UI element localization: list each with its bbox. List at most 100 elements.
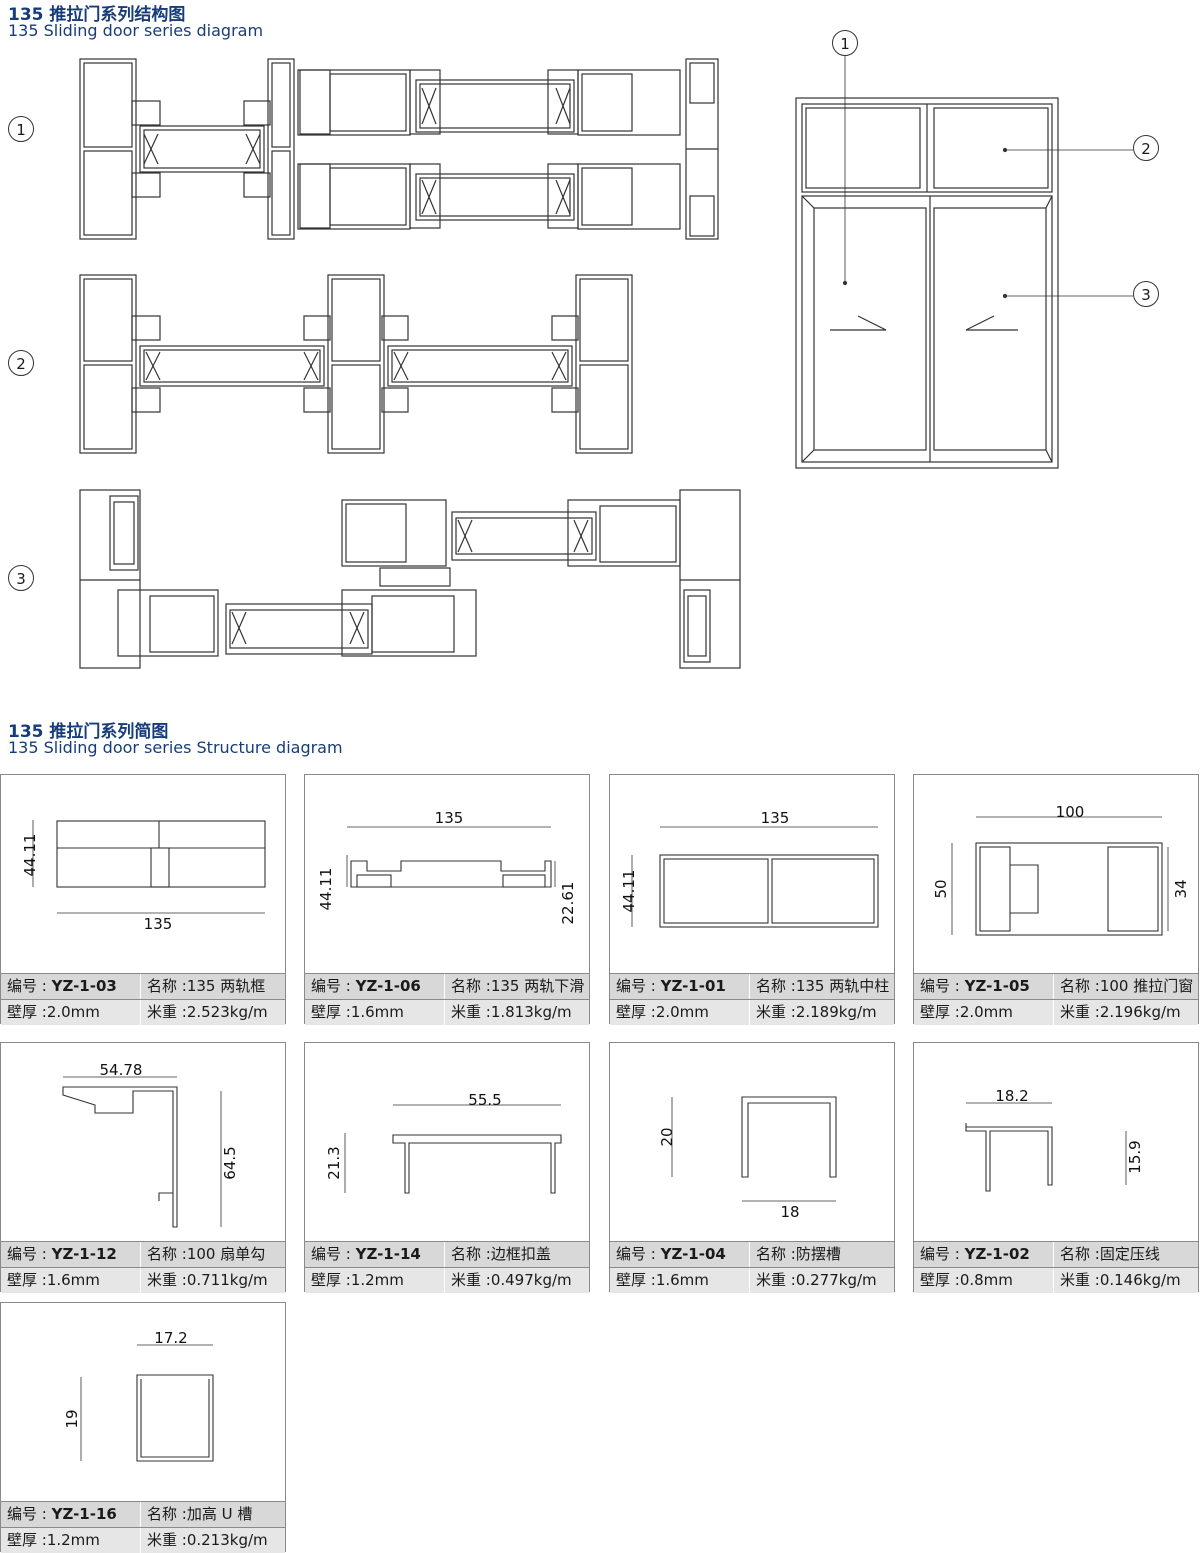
profile-code: YZ-1-12 [51,1245,117,1263]
dim-width: 100 [1056,803,1085,821]
weight-label: 米重 : [147,1531,187,1549]
section-3-drawing [79,489,741,669]
profile-drawing: 135 44.11 22.61 [317,809,577,924]
dim-width: 135 [435,809,464,827]
profile-name: 100 推拉门窗 [1099,977,1194,995]
profile-code: YZ-1-14 [355,1245,421,1263]
name-label: 名称 : [147,1505,187,1523]
profile-info: 编号 : YZ-1-03 名称 :135 两轨框 壁厚 :2.0mm 米重 :2… [1,973,285,1025]
profile-weight: 2.189kg/m [795,1003,877,1021]
wall-label: 壁厚 : [7,1271,47,1289]
dim-height: 64.5 [221,1146,239,1179]
name-label: 名称 : [451,977,491,995]
profile-card-yz-1-02: 18.2 15.9 编号 : YZ-1-02 名称 :固定压线 壁厚 :0.8m… [913,1042,1199,1293]
profile-code: YZ-1-04 [660,1245,726,1263]
profile-drawing: 54.78 64.5 [62,1061,239,1228]
weight-label: 米重 : [756,1271,796,1289]
weight-label: 米重 : [1060,1271,1100,1289]
code-label: 编号 : [311,1245,356,1263]
weight-label: 米重 : [1060,1003,1100,1021]
profile-info: 编号 : YZ-1-06 名称 :135 两轨下滑 壁厚 :1.6mm 米重 :… [305,973,589,1025]
dim-height: 21.3 [325,1146,343,1179]
profile-wall: 1.2mm [46,1531,100,1549]
wall-label: 壁厚 : [616,1003,656,1021]
profile-weight: 0.213kg/m [186,1531,268,1549]
profile-info: 编号 : YZ-1-04 名称 :防摆槽 壁厚 :1.6mm 米重 :0.277… [610,1241,894,1293]
profile-drawing: 135 44.11 [620,809,879,928]
weight-label: 米重 : [451,1271,491,1289]
profile-info: 编号 : YZ-1-02 名称 :固定压线 壁厚 :0.8mm 米重 :0.14… [914,1241,1198,1293]
wall-label: 壁厚 : [920,1003,960,1021]
wall-label: 壁厚 : [920,1271,960,1289]
cross-section-drawings [79,55,1133,669]
weight-label: 米重 : [756,1003,796,1021]
profile-weight: 2.196kg/m [1099,1003,1181,1021]
section2-title-en: 135 Sliding door series Structure diagra… [8,738,343,757]
profile-wall: 0.8mm [959,1271,1013,1289]
elevation-marker-1: 1 [832,30,858,56]
profile-wall: 2.0mm [46,1003,100,1021]
profile-wall: 1.6mm [655,1271,709,1289]
code-label: 编号 : [616,977,661,995]
section-2-drawing [79,274,633,454]
profile-wall: 1.6mm [350,1003,404,1021]
wall-label: 壁厚 : [311,1271,351,1289]
profile-code: YZ-1-03 [51,977,117,995]
profile-drawing: 18.2 15.9 [965,1087,1144,1192]
section1-title-en: 135 Sliding door series diagram [8,21,264,40]
profile-card-yz-1-04: 20 18 编号 : YZ-1-04 名称 :防摆槽 壁厚 :1.6mm 米重 … [609,1042,895,1293]
profile-name: 135 两轨框 [186,977,266,995]
elevation-marker-2: 2 [1133,135,1159,161]
profile-code: YZ-1-05 [964,977,1030,995]
profile-name: 固定压线 [1099,1245,1160,1263]
profile-info: 编号 : YZ-1-12 名称 :100 扇单勾 壁厚 :1.6mm 米重 :0… [1,1241,285,1293]
wall-label: 壁厚 : [311,1003,351,1021]
profile-card-yz-1-01: 135 44.11 编号 : YZ-1-01 名称 :135 两轨中柱 壁厚 :… [609,774,895,1025]
section-marker-3: 3 [8,565,34,591]
section-marker-2: 2 [8,350,34,376]
profile-weight: 0.146kg/m [1099,1271,1181,1289]
code-label: 编号 : [7,977,52,995]
wall-label: 壁厚 : [7,1531,47,1549]
section2-title-cn: 135 推拉门系列简图 [8,722,169,742]
weight-label: 米重 : [147,1271,187,1289]
profile-code: YZ-1-06 [355,977,421,995]
profile-weight: 0.497kg/m [490,1271,572,1289]
dim-height: 15.9 [1126,1140,1144,1173]
wall-label: 壁厚 : [7,1003,47,1021]
section-marker-1: 1 [8,116,34,142]
dim-height: 50 [932,879,950,898]
dim-width: 18.2 [995,1087,1028,1105]
code-label: 编号 : [920,1245,965,1263]
profile-name: 防摆槽 [795,1245,841,1263]
profile-info: 编号 : YZ-1-16 名称 :加高 U 槽 壁厚 :1.2mm 米重 :0.… [1,1501,285,1553]
profile-wall: 1.2mm [350,1271,404,1289]
profile-name: 加高 U 槽 [186,1505,253,1523]
dim-width: 18 [780,1203,799,1221]
profile-code: YZ-1-16 [51,1505,117,1523]
profile-weight: 1.813kg/m [490,1003,572,1021]
profile-card-yz-1-05: 100 50 34 编号 : YZ-1-05 名称 :100 推拉门窗 壁厚 :… [913,774,1199,1025]
door-elevation [795,55,1133,469]
code-label: 编号 : [7,1245,52,1263]
profile-wall: 2.0mm [959,1003,1013,1021]
profile-info: 编号 : YZ-1-01 名称 :135 两轨中柱 壁厚 :2.0mm 米重 :… [610,973,894,1025]
dim-height: 44.11 [21,834,39,877]
profile-wall: 2.0mm [655,1003,709,1021]
profile-drawing: 17.2 19 [63,1329,214,1462]
profile-drawing: 100 50 34 [932,803,1190,936]
name-label: 名称 : [147,1245,187,1263]
dim-height: 44.11 [620,870,638,913]
dim-width: 54.78 [100,1061,143,1079]
name-label: 名称 : [1060,977,1100,995]
dim-inner: 34 [1172,879,1190,898]
profile-card-yz-1-16: 17.2 19 编号 : YZ-1-16 名称 :加高 U 槽 壁厚 :1.2m… [0,1302,286,1553]
weight-label: 米重 : [147,1003,187,1021]
profile-drawing: 44.11 135 [21,820,266,933]
dim-width: 135 [144,915,173,933]
section1-title-cn: 135 推拉门系列结构图 [8,5,186,25]
code-label: 编号 : [7,1505,52,1523]
wall-label: 壁厚 : [616,1271,656,1289]
weight-label: 米重 : [451,1003,491,1021]
profile-weight: 0.711kg/m [186,1271,268,1289]
